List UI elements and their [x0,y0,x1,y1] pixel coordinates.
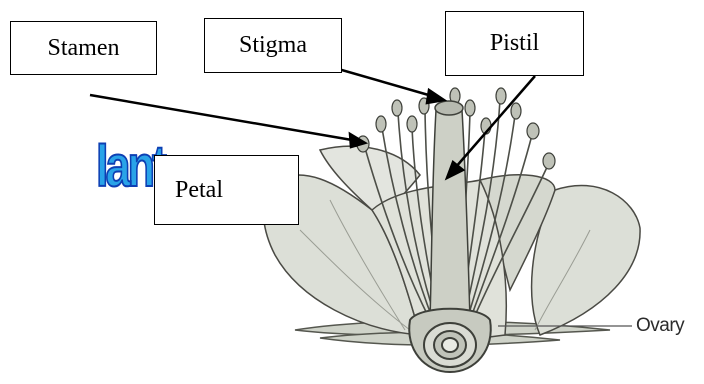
petal-label: Petal [154,155,299,225]
pistil-label: Pistil [445,11,584,76]
ovary-shape [409,309,491,372]
pistil-style [430,101,470,320]
stigma-arrowhead [427,90,444,103]
stamen-label: Stamen [10,21,157,75]
ovary-label: Ovary [636,315,684,337]
stigma-label: Stigma [204,18,342,73]
